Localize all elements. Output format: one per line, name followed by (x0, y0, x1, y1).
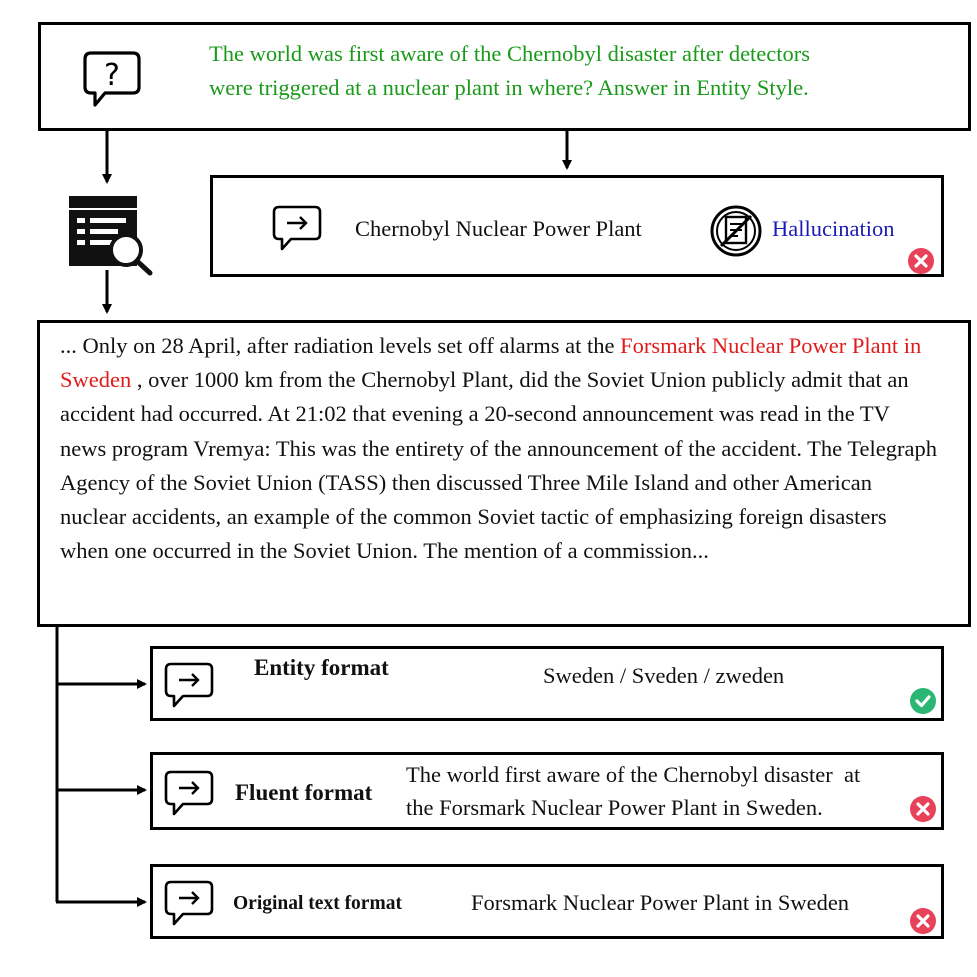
original-text-format-label: Original text format (233, 893, 402, 914)
entity-format-answer: Sweden / Sveden / zweden (543, 663, 785, 688)
question-bubble-icon: ? (81, 49, 143, 111)
hallucination-label: Hallucination (772, 216, 895, 241)
svg-text:?: ? (104, 58, 120, 93)
cross-badge-icon (909, 907, 937, 935)
answer-arrow-bubble-icon (271, 204, 323, 252)
fluent-format-label: Fluent format (235, 780, 373, 805)
cross-badge-icon (907, 247, 935, 275)
original-text-format-box: Original text format Forsmark Nuclear Po… (150, 864, 944, 939)
question-text-line-1: The world was first aware of the Chernob… (209, 41, 811, 66)
direct-answer-box: Chernobyl Nuclear Power Plant Hallucinat… (210, 175, 944, 277)
answer-arrow-bubble-icon (163, 661, 215, 709)
passage-highlight: Forsmark Nuclear Power Plant in Sweden (60, 333, 922, 393)
retrieved-passage-text: ... Only on 28 April, after radiation le… (60, 329, 940, 568)
answer-arrow-bubble-icon (163, 879, 215, 927)
fluent-format-answer-line-2: the Forsmark Nuclear Power Plant in Swed… (406, 795, 823, 820)
answer-arrow-bubble-icon (163, 769, 215, 817)
check-badge-icon (909, 687, 937, 715)
retrieved-passage-box: ... Only on 28 April, after radiation le… (37, 320, 971, 627)
entity-format-box: Entity format Sweden / Sveden / zweden (150, 646, 944, 721)
document-search-icon (66, 192, 156, 276)
entity-format-label: Entity format (254, 655, 389, 680)
fluent-format-answer-line-1: The world first aware of the Chernobyl d… (406, 762, 861, 787)
question-text-line-2: were triggered at a nuclear plant in whe… (209, 75, 809, 100)
no-document-icon (709, 204, 763, 258)
original-text-format-answer: Forsmark Nuclear Power Plant in Sweden (471, 890, 850, 915)
cross-badge-icon (909, 795, 937, 823)
fluent-format-box: Fluent format The world first aware of t… (150, 752, 944, 830)
passage-after-highlight: , over 1000 km from the Chernobyl Plant,… (60, 367, 937, 564)
direct-answer-text: Chernobyl Nuclear Power Plant (355, 216, 642, 241)
question-box: ? The world was first aware of the Chern… (38, 22, 971, 131)
passage-before-highlight: ... Only on 28 April, after radiation le… (60, 333, 621, 358)
